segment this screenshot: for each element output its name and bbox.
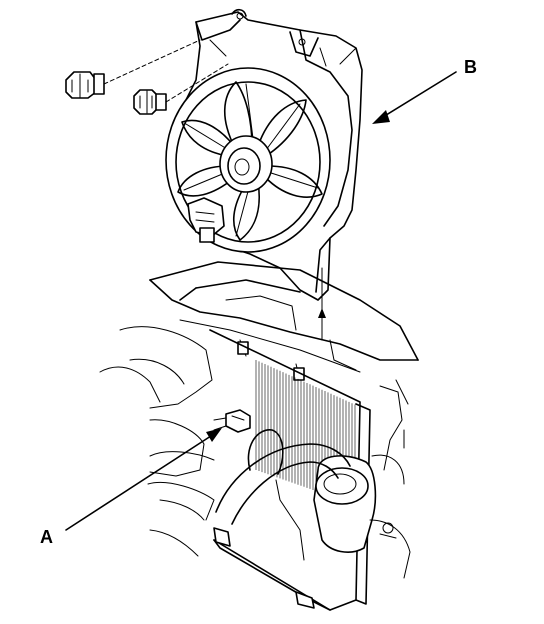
mounting-bolt (65, 39, 201, 99)
leader-line-b (377, 71, 457, 121)
engine-bay-surround (99, 326, 411, 579)
cooling-fan (165, 67, 331, 253)
radiator-upper-support (149, 261, 419, 381)
radiator-hose (215, 429, 351, 561)
mounting-bolt (133, 63, 229, 115)
callout-label-b: B (464, 57, 477, 77)
leader-arrowhead-a-icon (206, 428, 222, 442)
callout-label-a: A (40, 527, 53, 547)
install-arrow-icon (318, 308, 326, 318)
leader-arrowhead-b-icon (372, 110, 390, 124)
connector-a (213, 409, 251, 433)
leader-line-a (65, 433, 215, 531)
fan-motor-connector (187, 197, 225, 243)
coolant-reservoir (313, 455, 377, 553)
radiator (209, 329, 371, 611)
